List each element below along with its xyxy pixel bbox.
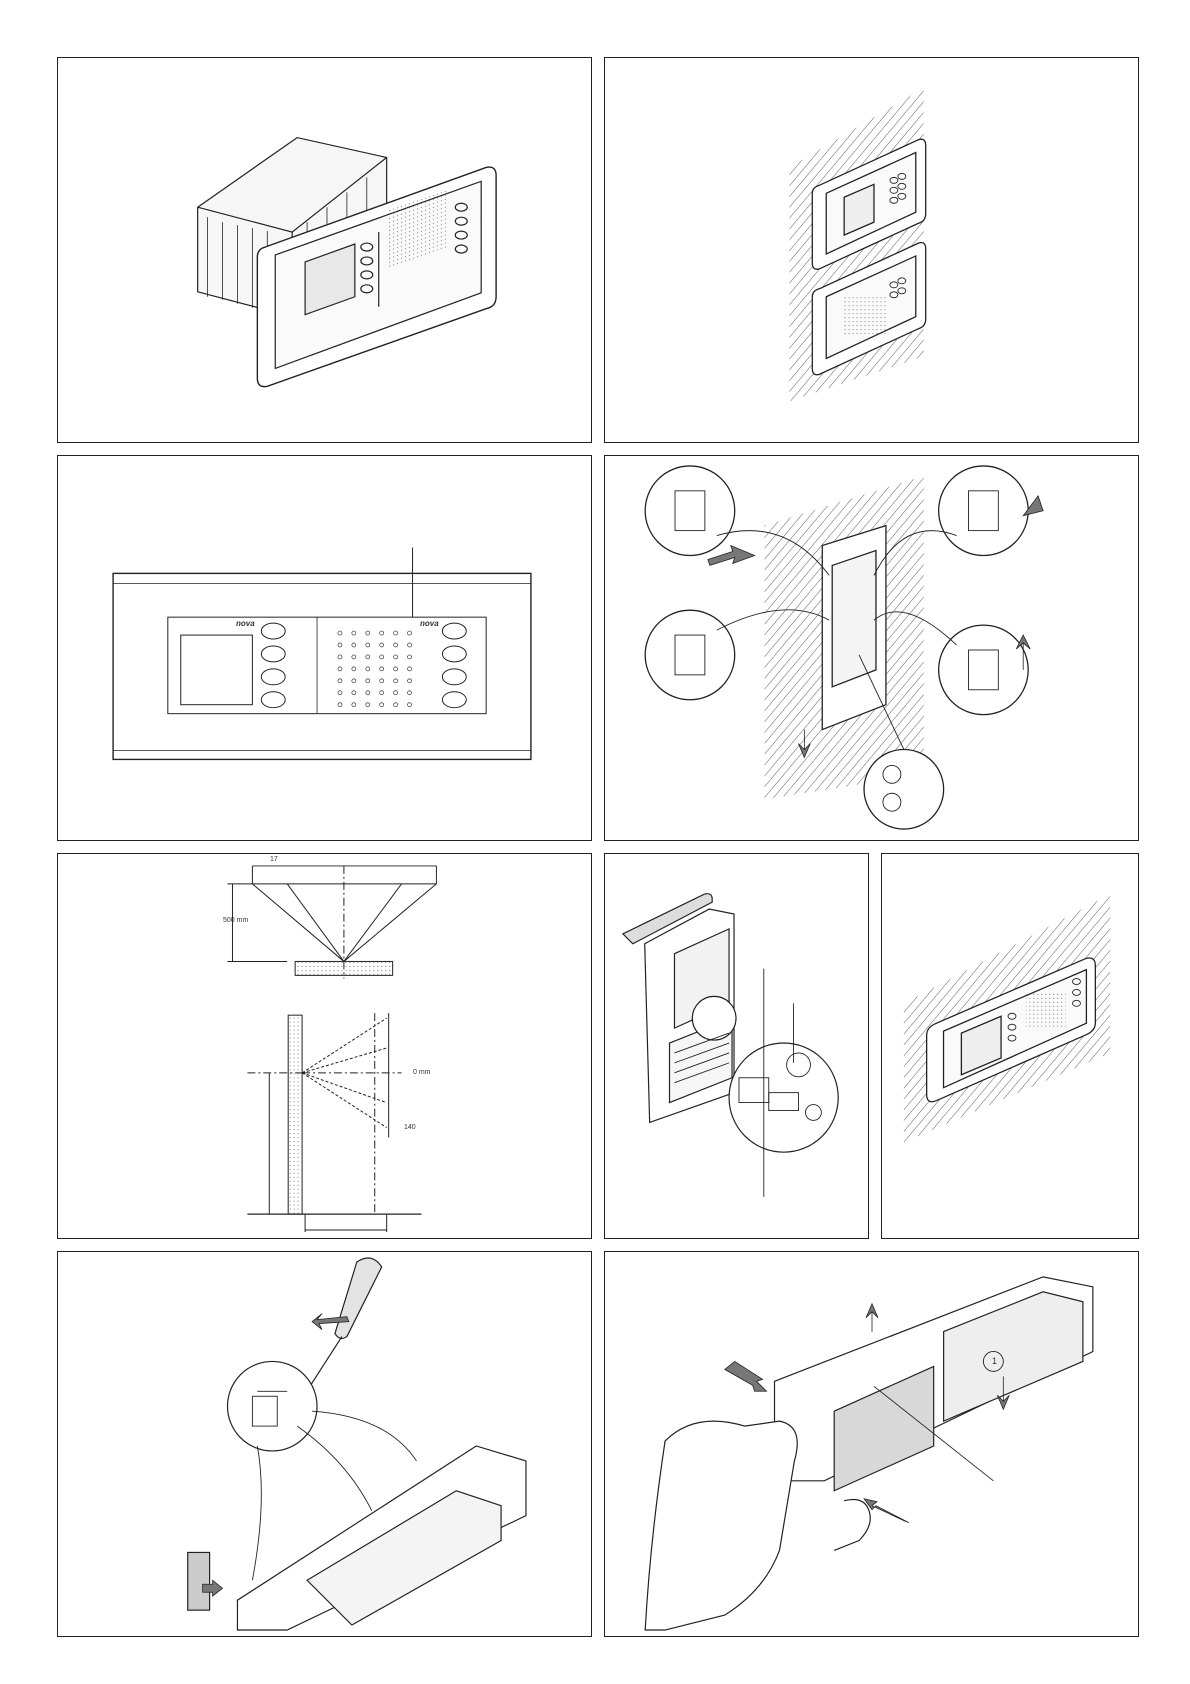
figure-panel-front-view: nova nova [57, 455, 592, 841]
brand-label-right: nova [420, 619, 439, 628]
figure-panel-circuit-detail [604, 853, 869, 1239]
figure-panel-wall-units [604, 57, 1139, 443]
figure-panel-screwdriver [57, 1251, 592, 1637]
dimension-label-140: 140 [404, 1124, 416, 1131]
brand-label-left: nova [236, 619, 255, 628]
figure-panel-wall-installation [604, 455, 1139, 841]
figure-panel-hand-insertion: 1 [604, 1251, 1139, 1637]
dimension-label-500mm: 500 mm [223, 917, 248, 924]
single-unit-illustration [882, 854, 1138, 1238]
height-diagram-illustration [58, 854, 591, 1238]
circuit-detail-illustration [605, 854, 868, 1238]
wall-installation-illustration [605, 456, 1138, 840]
step-number-1: 1 [992, 1356, 997, 1366]
flush-box-illustration [58, 58, 591, 442]
figure-panel-single-unit [881, 853, 1139, 1239]
figure-panel-height-diagram: 17 500 mm 0 mm 140 [57, 853, 592, 1239]
front-view-illustration [58, 456, 591, 840]
dimension-label-17: 17 [270, 856, 278, 863]
figure-panel-flush-box [57, 57, 592, 443]
speaker-grille [338, 631, 412, 707]
screwdriver-illustration [58, 1252, 591, 1636]
wall-units-illustration [605, 58, 1138, 442]
dimension-label-0mm: 0 mm [413, 1069, 431, 1076]
hand-insertion-illustration [605, 1252, 1138, 1636]
